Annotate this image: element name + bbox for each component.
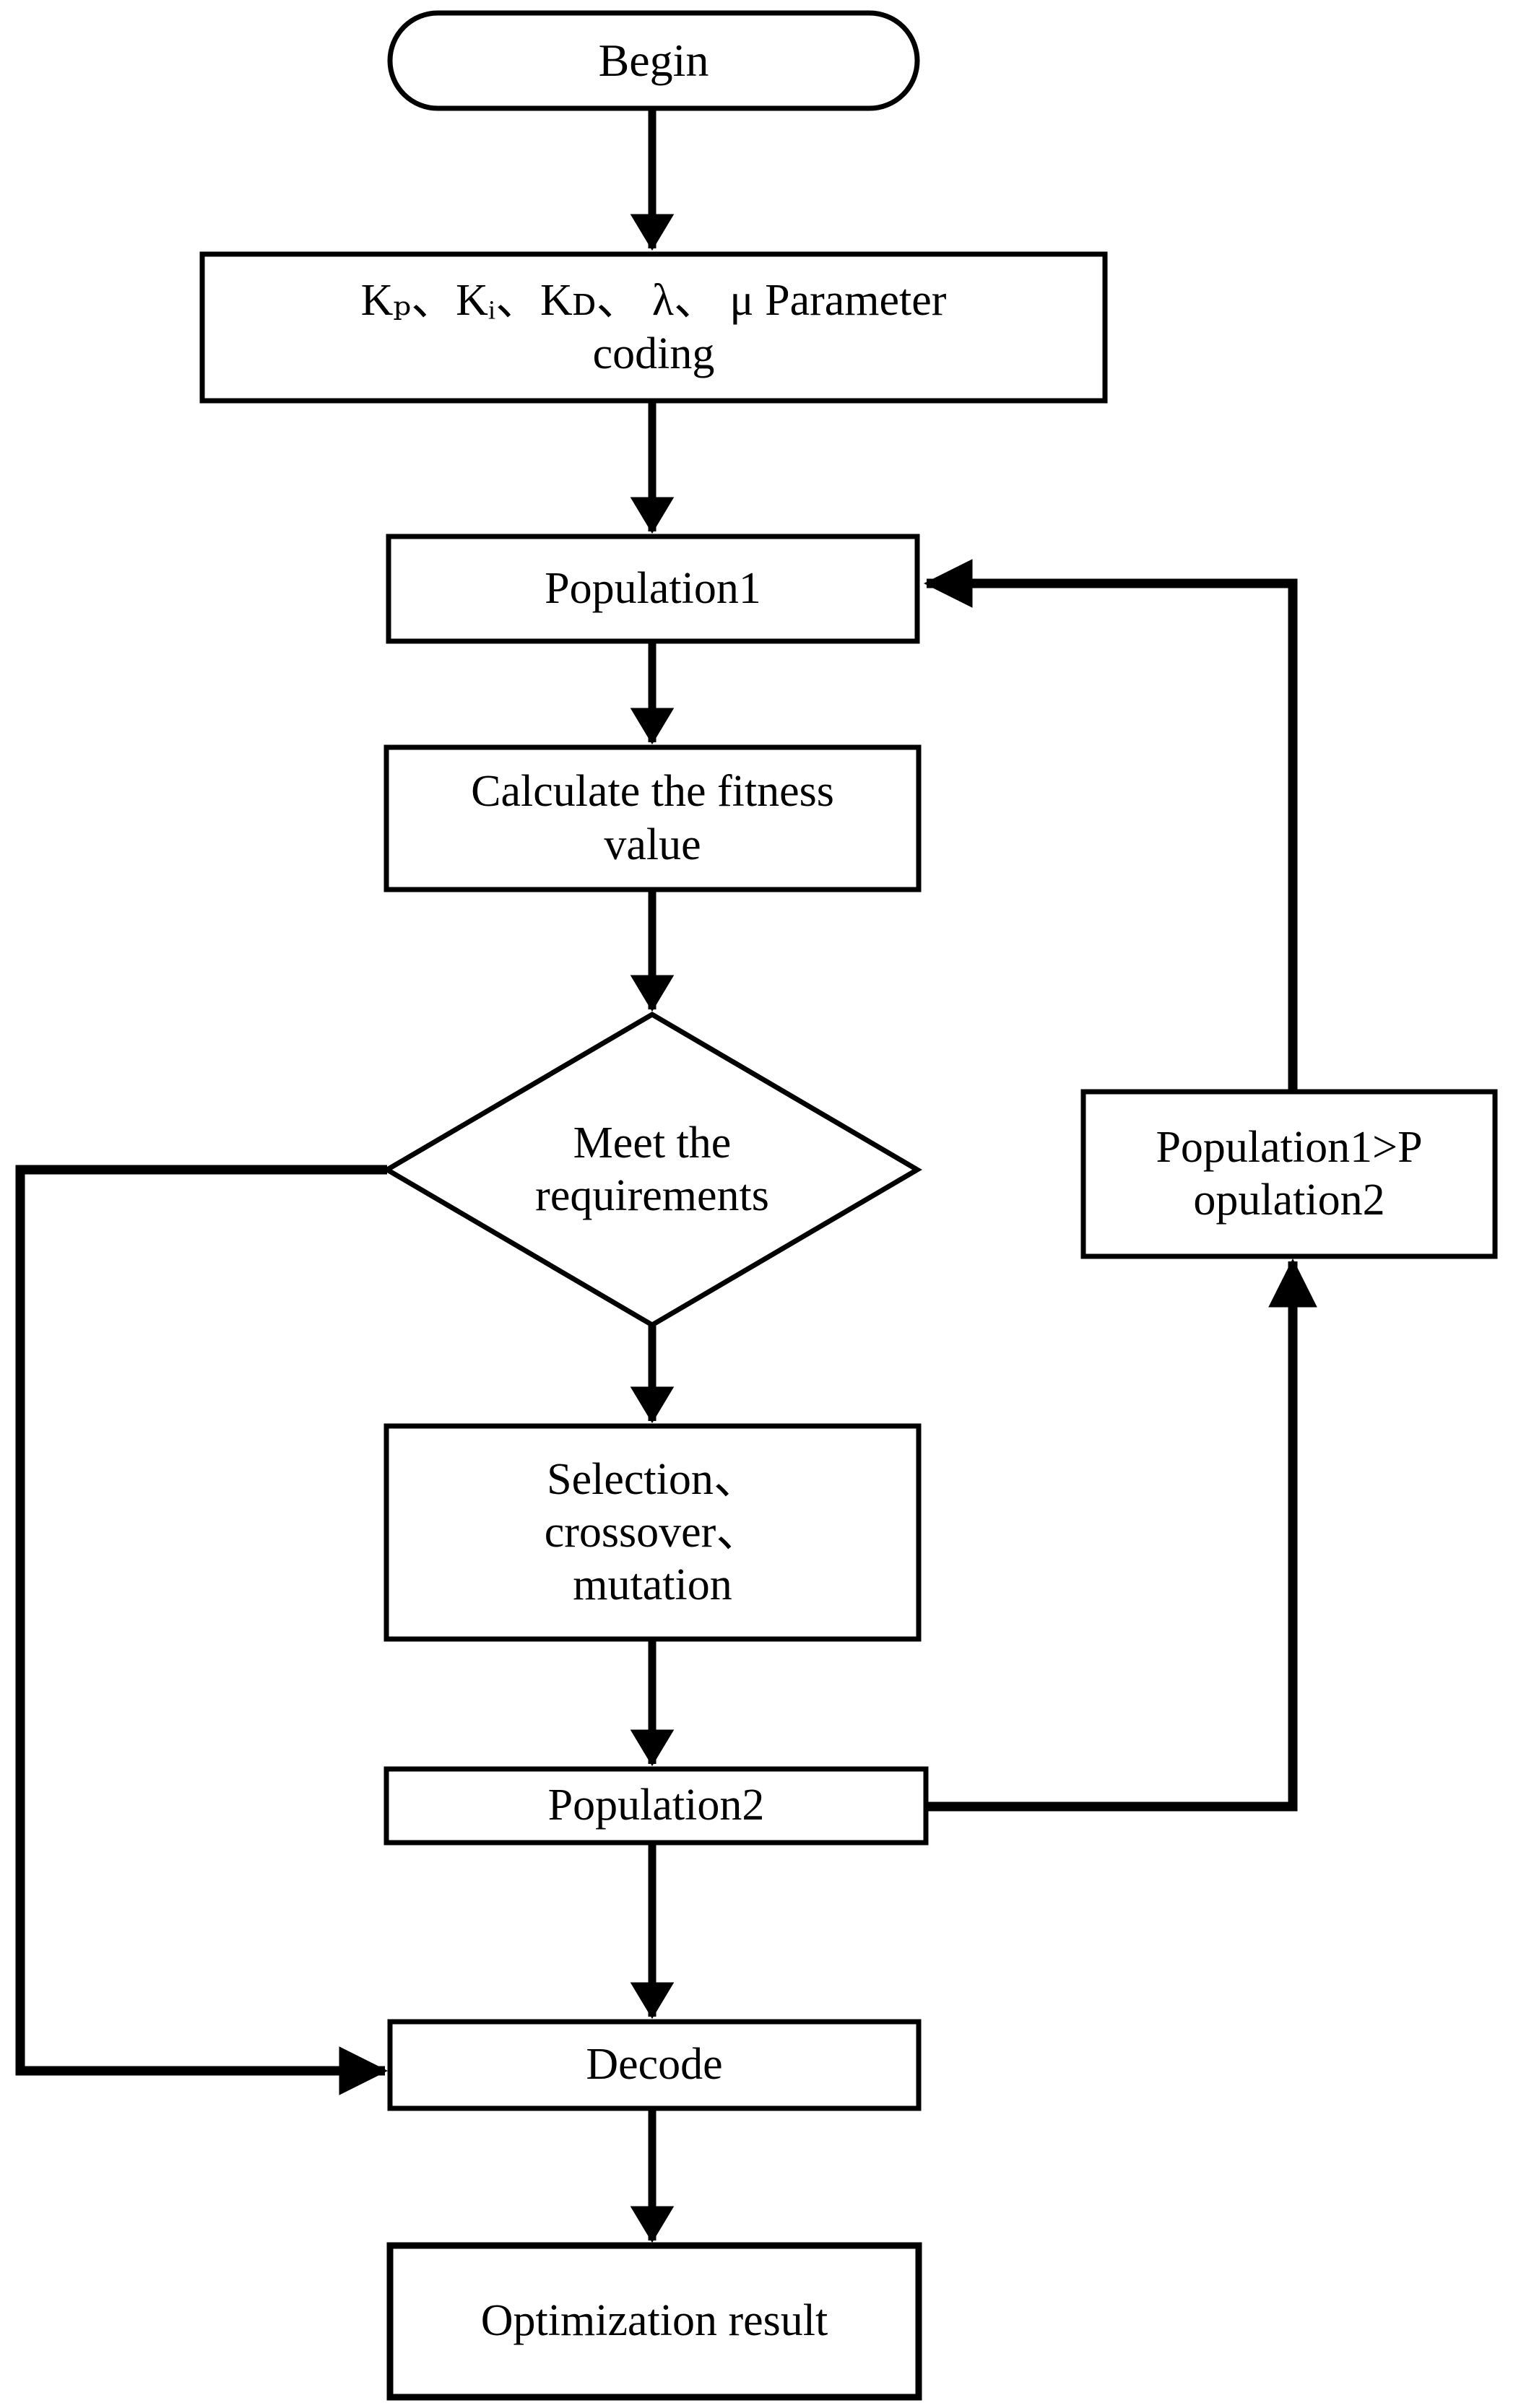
edge-population2-to-population-compare <box>926 1357 1298 1812</box>
node-population1-shape[interactable] <box>386 534 920 644</box>
node-population2-shape[interactable] <box>384 1766 929 1846</box>
node-parameter-coding-shape[interactable] <box>199 251 1108 404</box>
node-decode-shape[interactable] <box>387 2019 922 2111</box>
edge-meet-requirements-to-decode <box>15 1165 389 2095</box>
edge-population-compare-to-population1 <box>923 559 1298 1092</box>
node-population-compare-shape[interactable] <box>1080 1089 1498 1259</box>
node-meet-requirements-shape[interactable] <box>382 1011 922 1329</box>
node-begin-shape[interactable] <box>387 10 920 111</box>
node-selection-crossover-mutation-shape[interactable] <box>384 1423 922 1642</box>
node-calculate-fitness-shape[interactable] <box>384 744 922 892</box>
node-optimization-result-shape[interactable] <box>386 2242 922 2401</box>
